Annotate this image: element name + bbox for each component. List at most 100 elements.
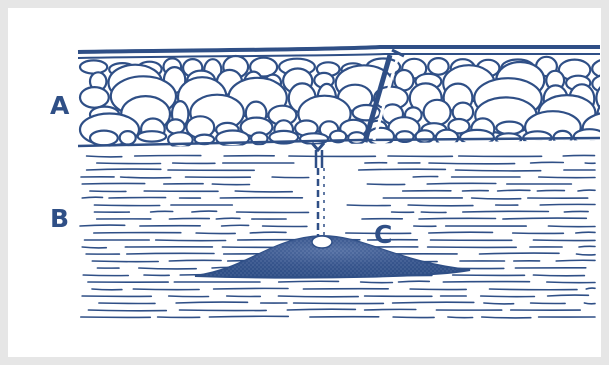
fiber-stroke <box>82 197 102 198</box>
cell <box>80 87 109 108</box>
fiber-stroke <box>481 296 535 297</box>
cell <box>90 131 118 146</box>
fiber-stroke <box>576 232 595 233</box>
cell <box>592 75 609 93</box>
fiber-stroke <box>484 303 514 304</box>
fiber-stroke <box>121 177 171 178</box>
fiber-stroke <box>222 225 249 226</box>
fiber-stroke <box>192 211 217 212</box>
fiber-stroke <box>427 183 496 184</box>
fiber-stroke <box>556 260 595 261</box>
fiber-stroke <box>287 309 355 310</box>
fiber-stroke <box>169 296 209 297</box>
fiber-stroke <box>92 289 122 290</box>
fiber-stroke <box>278 296 358 297</box>
duct-funnel <box>312 143 324 168</box>
fiber-stroke <box>563 155 594 156</box>
cell <box>120 131 136 144</box>
fiber-stroke <box>216 218 240 219</box>
fiber-stroke <box>235 191 292 192</box>
fiber-stroke <box>548 226 595 227</box>
fiber-stroke <box>584 303 595 304</box>
fiber-stroke <box>579 246 595 247</box>
fiber-stroke <box>156 240 226 241</box>
fiber-stroke <box>537 190 564 191</box>
cell <box>592 59 609 78</box>
fiber-stroke <box>429 232 493 233</box>
fiber-stroke <box>367 184 404 185</box>
cell <box>367 128 394 145</box>
fiber-stroke <box>80 225 125 226</box>
fiber-stroke <box>533 275 584 276</box>
fiber-stroke <box>482 317 531 318</box>
cell <box>574 129 606 144</box>
fiber-stroke <box>92 261 158 262</box>
fiber-stroke <box>429 163 515 164</box>
fiber-stroke <box>87 169 161 170</box>
fiber-stroke <box>531 162 564 163</box>
fiber-stroke <box>472 198 521 199</box>
fiber-stroke <box>196 233 235 234</box>
fiber-stroke <box>548 295 589 296</box>
cell <box>460 130 494 145</box>
fiber-stroke <box>214 288 288 289</box>
fiber-stroke <box>410 289 466 290</box>
fiber-stroke <box>82 247 106 248</box>
fiber-stroke <box>490 289 578 290</box>
fiber-stroke <box>97 163 161 164</box>
fiber-stroke <box>180 310 267 311</box>
fiber-stroke <box>393 302 474 303</box>
cell <box>436 130 458 146</box>
cell <box>424 100 451 125</box>
fiber-stroke <box>83 275 128 276</box>
fiber-stroke <box>169 260 221 261</box>
duct <box>318 168 324 238</box>
fiber-stroke <box>578 190 595 191</box>
fiber-stroke <box>88 310 166 311</box>
fiber-stroke <box>133 289 199 290</box>
cell <box>300 133 328 144</box>
label-c: C <box>374 220 392 249</box>
fiber-stroke <box>87 156 122 157</box>
fiber-stroke <box>139 268 196 269</box>
fiber-stroke <box>82 183 145 184</box>
fiber-stroke <box>463 211 549 212</box>
fiber-stroke <box>540 204 595 205</box>
label-b: B <box>50 204 69 233</box>
cell <box>80 60 107 73</box>
fiber-stroke <box>151 211 173 212</box>
fiber-stroke <box>586 288 595 289</box>
fiber-stroke <box>539 177 595 178</box>
fiber-stroke <box>498 190 530 191</box>
fiber-stroke <box>577 254 596 255</box>
fiber-stroke <box>359 169 446 170</box>
fiber-stroke <box>399 281 430 282</box>
label-a: A <box>50 91 70 120</box>
fiber-stroke <box>533 240 595 241</box>
fiber-stroke <box>279 281 339 282</box>
cell <box>428 58 448 75</box>
fiber-stroke <box>503 218 586 219</box>
fiber-stroke <box>176 302 247 303</box>
fiber-stroke <box>294 303 384 304</box>
fiber-stroke <box>272 177 309 178</box>
fiber-stroke <box>94 205 159 206</box>
fiber-stroke <box>212 184 249 185</box>
fiber-stroke <box>456 170 541 171</box>
fiber-stroke <box>547 282 595 283</box>
fiber-stroke <box>347 205 390 206</box>
fiber-stroke <box>250 232 286 233</box>
fiber-stroke <box>393 317 434 318</box>
cell <box>348 132 365 144</box>
layer-a-cells <box>78 47 609 147</box>
fiber-stroke <box>448 317 473 318</box>
fiber-stroke <box>209 316 288 317</box>
fiber-stroke <box>564 211 588 212</box>
fiber-stroke <box>419 218 496 219</box>
fiber-stroke <box>127 253 214 254</box>
fiber-stroke <box>480 253 560 254</box>
fiber-stroke <box>169 218 209 219</box>
fiber-stroke <box>361 282 393 283</box>
mound-c <box>195 236 470 278</box>
